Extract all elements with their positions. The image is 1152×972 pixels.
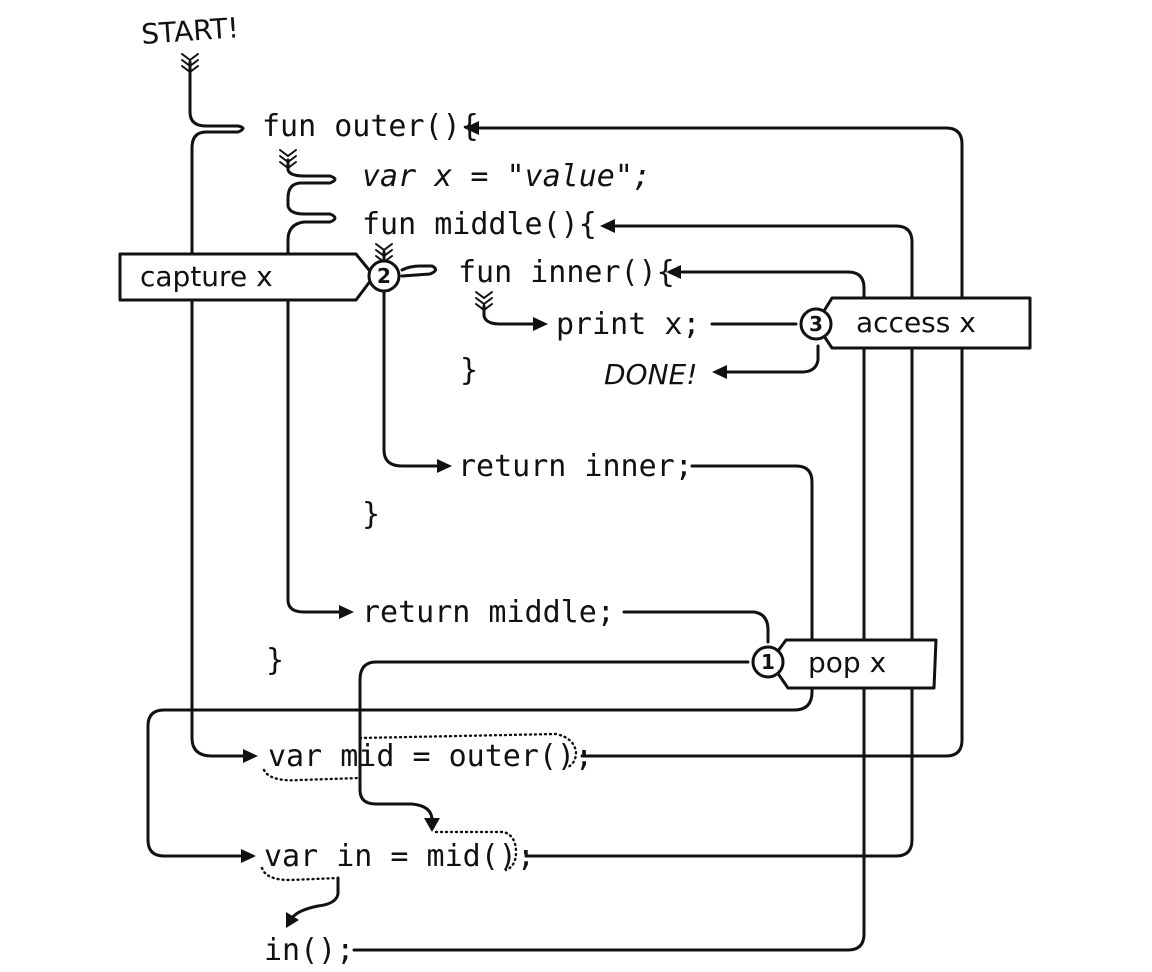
return-middle-flow-line <box>622 610 770 644</box>
access-callout-label: access x <box>856 306 976 339</box>
start-arrow-tail <box>181 53 199 74</box>
capture-step-number: 2 <box>377 264 391 288</box>
mid-call-arrowhead <box>424 818 440 832</box>
fun-outer-arrowhead <box>464 121 479 135</box>
code-listing: START! fun outer(){ var x = "value"; fun… <box>140 11 700 968</box>
mid-call-highlight <box>260 830 518 882</box>
capture-callout-box <box>118 252 376 302</box>
callout-access: access x 3 <box>799 296 1032 350</box>
return-middle-arrowhead <box>339 605 354 619</box>
print-arrowhead <box>533 317 548 331</box>
code-line-close-outer: } <box>266 643 284 678</box>
fun-middle-arrowhead <box>600 219 615 233</box>
access-step-number: 3 <box>809 312 823 336</box>
code-line-fun-middle: fun middle(){ <box>362 207 597 242</box>
capture-callout-label: capture x <box>140 260 273 293</box>
call-highlights <box>260 732 578 882</box>
start-label: START! <box>140 11 240 51</box>
var-in-arrowhead <box>241 849 256 863</box>
call-in-arrowhead <box>286 912 299 928</box>
callout-capture: capture x 2 <box>118 252 401 302</box>
code-line-close-middle: } <box>362 497 380 532</box>
code-line-var-mid: var mid = outer(); <box>268 739 593 774</box>
capture-step-marker <box>367 259 401 293</box>
inner-body-flow-line <box>482 304 536 326</box>
done-arrowhead <box>712 365 727 379</box>
callout-pop: pop x 1 <box>751 638 938 690</box>
start-arrowhead <box>243 749 258 763</box>
flow-lines <box>146 60 964 952</box>
pop-step-number: 1 <box>761 650 775 674</box>
code-line-print-x: print x; <box>556 307 701 342</box>
code-line-fun-inner: fun inner(){ <box>458 255 675 290</box>
code-line-close-inner: } <box>460 353 478 388</box>
mid-call-return-line <box>524 224 914 858</box>
start-flow-line <box>188 60 246 758</box>
pop-step-marker <box>751 645 785 679</box>
var-in-down-line <box>290 876 340 920</box>
inner-call-return-line <box>352 270 866 952</box>
pop-callout-label: pop x <box>808 646 886 679</box>
outer-call-highlight <box>262 732 578 782</box>
done-label: DONE! <box>604 358 697 391</box>
fun-inner-arrowhead <box>666 265 681 279</box>
return-inner-flow-line <box>146 464 814 858</box>
outer-arrow-tail <box>279 149 297 170</box>
inner-arrow-tail <box>475 291 493 312</box>
code-line-var-x: var x = "value"; <box>362 159 651 194</box>
outer-call-return-line <box>478 126 964 758</box>
arrow-tails <box>181 53 493 312</box>
access-step-marker <box>799 307 833 341</box>
code-line-var-in: var in = mid(); <box>264 839 535 874</box>
code-line-fun-outer: fun outer(){ <box>262 109 479 144</box>
pop-flow-line <box>358 660 750 822</box>
code-line-return-middle: return middle; <box>362 595 615 630</box>
code-line-return-inner: return inner; <box>458 449 693 484</box>
return-inner-arrowhead <box>437 459 452 473</box>
code-line-call-in: in(); <box>264 933 354 968</box>
access-to-done-line <box>724 344 820 374</box>
outer-body-flow-line <box>286 158 342 614</box>
